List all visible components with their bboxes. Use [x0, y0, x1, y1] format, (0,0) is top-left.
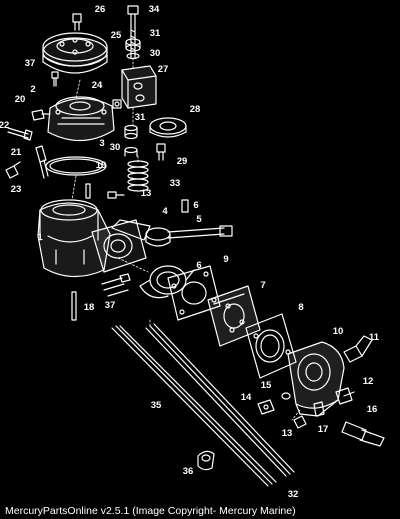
part-26-screw [72, 13, 82, 31]
callout-31: 31 [150, 28, 161, 39]
callout-36: 36 [183, 466, 194, 477]
callout-1: 1 [37, 232, 43, 243]
part-27-bracket [121, 65, 157, 109]
callout-26: 26 [95, 4, 106, 15]
part-6-pin [181, 199, 189, 213]
callout-8: 8 [298, 302, 303, 313]
callout-27: 27 [158, 64, 169, 75]
callout-16: 16 [367, 404, 378, 415]
callout-11: 11 [369, 332, 380, 343]
callout-33: 33 [170, 178, 181, 189]
part-21-plug [35, 145, 49, 179]
callout-34: 34 [149, 4, 160, 15]
callout-2: 2 [30, 84, 35, 95]
part-30-washer-lower [124, 146, 138, 157]
callout-6: 6 [193, 200, 198, 211]
part-14-fitting [257, 399, 275, 415]
callout-17: 17 [318, 424, 329, 435]
part-23-clip [5, 161, 21, 179]
part-housing-plate [91, 219, 147, 273]
part-11-elbow [343, 335, 373, 363]
callout-30: 30 [110, 142, 121, 153]
callout-37: 37 [105, 300, 116, 311]
image-caption: MercuryPartsOnline v2.5.1 (Image Copyrig… [5, 505, 296, 517]
callout-37: 37 [25, 58, 36, 69]
callout-25: 25 [111, 30, 122, 41]
callout-13: 13 [282, 428, 293, 439]
part-1-pump-body [37, 199, 111, 278]
part-28-bearing [149, 117, 187, 138]
part-22-screws [7, 127, 33, 141]
callout-22: 22 [0, 120, 9, 131]
part-29-screw [156, 143, 166, 161]
part-24-nut [112, 99, 122, 109]
part-13-screw-lower [293, 415, 307, 429]
callout-23: 23 [11, 184, 22, 195]
callout-14: 14 [241, 392, 252, 403]
part-6-cylinder [139, 265, 195, 299]
callout-6: 6 [196, 260, 201, 271]
part-19-pin [85, 183, 91, 199]
part-32-rods [145, 323, 295, 477]
part-31-spacer-lower [124, 124, 138, 140]
callout-20: 20 [15, 94, 26, 105]
part-16-hose-barb [341, 421, 385, 447]
part-37-screw [51, 71, 59, 87]
part-15-washer [281, 392, 291, 400]
callout-19: 19 [96, 160, 107, 171]
part-20-fitting [31, 109, 51, 121]
part-31-spacer [125, 38, 141, 52]
part-35-rod [111, 325, 277, 487]
callout-3: 3 [99, 138, 104, 149]
part-18-37-screws [71, 273, 131, 321]
part-4-arm [111, 219, 171, 247]
part-17-fitting [313, 401, 325, 417]
callout-32: 32 [288, 489, 299, 500]
callout-7: 7 [260, 280, 265, 291]
part-5-rod [167, 225, 233, 239]
callout-29: 29 [177, 156, 188, 167]
part-12-fitting [335, 387, 355, 405]
part-3-o-ring [45, 156, 107, 176]
part-36-clip [197, 450, 215, 471]
callout-35: 35 [151, 400, 162, 411]
part-2-cover [47, 96, 115, 142]
part-8-diaphragm [245, 313, 297, 379]
callout-12: 12 [363, 376, 374, 387]
part-25-pulley [42, 32, 108, 74]
callout-9: 9 [223, 254, 228, 265]
callout-4: 4 [162, 206, 168, 217]
callout-10: 10 [333, 326, 344, 337]
callout-24: 24 [92, 80, 103, 91]
callout-18: 18 [84, 302, 95, 313]
callout-21: 21 [11, 147, 22, 158]
callout-5: 5 [196, 214, 202, 225]
callout-31: 31 [135, 112, 146, 123]
part-13-screw [107, 191, 125, 199]
part-7-plate [207, 285, 261, 347]
callout-30: 30 [150, 48, 161, 59]
part-33-spring [127, 160, 149, 192]
callout-15: 15 [261, 380, 272, 391]
callout-13: 13 [141, 188, 152, 199]
part-10-outlet-cover [287, 341, 345, 417]
callout-28: 28 [190, 104, 201, 115]
